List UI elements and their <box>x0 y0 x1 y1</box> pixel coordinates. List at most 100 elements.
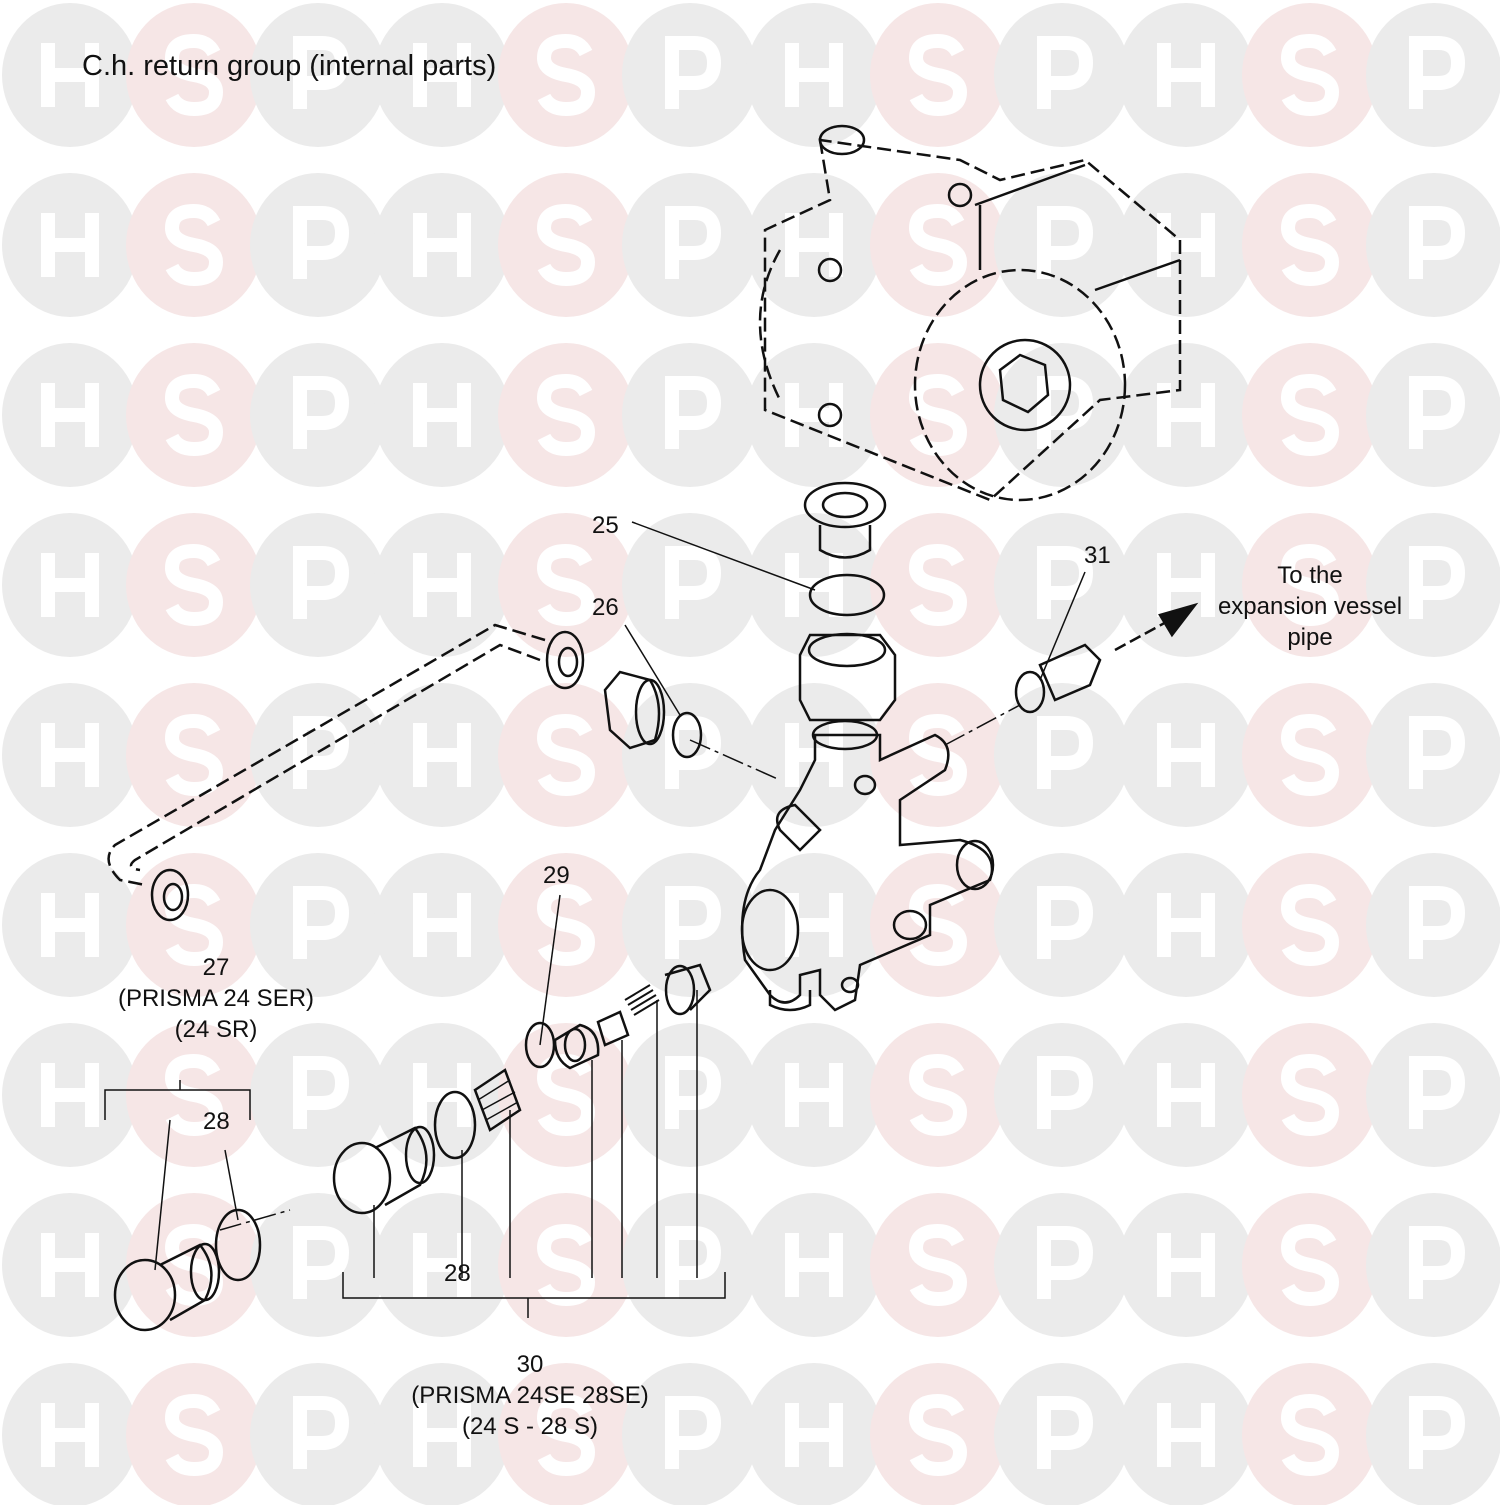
watermark-circle <box>1366 1193 1500 1337</box>
part-26-o-ring <box>671 711 703 759</box>
watermark-circle <box>250 1363 386 1505</box>
watermark-letter-shape <box>908 713 968 797</box>
watermark-letter-shape <box>293 36 350 109</box>
watermark-letter-shape <box>785 213 843 277</box>
watermark-letter-shape <box>293 1226 350 1299</box>
watermark-circle <box>1366 1363 1500 1505</box>
watermark-circle <box>622 343 758 487</box>
watermark-letter-shape <box>1037 1396 1094 1469</box>
watermark-letter-shape <box>908 373 968 457</box>
watermark-letter-shape <box>536 1053 596 1137</box>
watermark-circle <box>1366 173 1500 317</box>
watermark-circle <box>622 1363 758 1505</box>
watermark-letter-shape <box>293 1056 350 1129</box>
watermark-letter-shape <box>1037 716 1094 789</box>
watermark-letter-shape <box>908 1393 968 1477</box>
watermark-letter-shape <box>164 883 224 967</box>
watermark-letter-shape <box>1037 1226 1094 1299</box>
watermark-letter-shape <box>908 543 968 627</box>
label-28: 28 <box>444 1260 471 1287</box>
watermark-letter-shape <box>1157 723 1215 787</box>
watermark-letter-shape <box>1409 886 1466 959</box>
watermark-letter-shape <box>41 383 99 447</box>
watermark-letter-shape <box>665 1396 722 1469</box>
watermark-letter-shape <box>665 36 722 109</box>
centre-lines <box>219 704 1021 1231</box>
pump-details <box>817 124 1181 432</box>
watermark-circle <box>622 853 758 997</box>
watermark-letter-shape <box>536 543 596 627</box>
valve-seat <box>553 1023 600 1070</box>
part-31-valve <box>1014 643 1102 714</box>
watermark-letter-shape <box>413 1233 471 1297</box>
watermark-letter-shape <box>1037 886 1094 959</box>
part-26-fitting <box>603 670 666 750</box>
spring <box>624 984 660 1016</box>
watermark-circle <box>250 1193 386 1337</box>
watermark-letter-shape <box>41 43 99 107</box>
part-30-plug <box>332 1125 436 1215</box>
watermark-letter-shape <box>41 893 99 957</box>
expansion-vessel-note: To the expansion vessel pipe <box>1200 560 1420 653</box>
watermark-circle <box>994 513 1130 657</box>
watermark-letter-shape <box>413 893 471 957</box>
label-30: 30 <box>516 1351 544 1378</box>
watermark-letter-shape <box>1409 376 1466 449</box>
part-28-o-ring-left <box>214 1208 262 1282</box>
watermark-letter-shape <box>1280 33 1340 117</box>
watermark-letter-shape <box>1280 1393 1340 1477</box>
watermark-circle <box>622 3 758 147</box>
watermark-letter-shape <box>41 723 99 787</box>
watermark-letter-shape <box>1280 543 1340 627</box>
watermark-circle <box>250 1023 386 1167</box>
watermark-letter-shape <box>41 1063 99 1127</box>
watermark-letter-shape <box>41 553 99 617</box>
watermark-letter-shape <box>1157 553 1215 617</box>
watermark-letter-shape <box>1280 373 1340 457</box>
label-27-group: 27 (PRISMA 24 SER) (24 SR) <box>96 952 336 1045</box>
watermark-circle <box>994 173 1130 317</box>
watermark-letter-shape <box>164 203 224 287</box>
watermark-circle <box>250 173 386 317</box>
part-28-o-ring <box>433 1090 477 1160</box>
watermark-letter-shape <box>293 206 350 279</box>
watermark-letter-shape <box>164 373 224 457</box>
watermark-letter-shape <box>536 203 596 287</box>
watermark-circle <box>622 173 758 317</box>
watermark-letter-shape <box>413 553 471 617</box>
watermark-letter-shape <box>665 886 722 959</box>
watermark-letter-shape <box>665 206 722 279</box>
watermark-letter-shape <box>785 1063 843 1127</box>
label-30-group: 30 (PRISMA 24SE 28SE) (24 S - 28 S) <box>380 1349 680 1442</box>
watermark-letter-shape <box>908 883 968 967</box>
label-31: 31 <box>1084 542 1111 569</box>
watermark-letter-shape <box>1157 893 1215 957</box>
watermark-letter-shape <box>1037 206 1094 279</box>
watermark-letter-shape <box>785 383 843 447</box>
watermark-letter-shape <box>665 376 722 449</box>
label-30-model-2: (24 S - 28 S) <box>461 1413 599 1440</box>
watermark-circle <box>994 853 1130 997</box>
label-26: 26 <box>592 594 619 621</box>
watermark-letter-shape <box>1409 1056 1466 1129</box>
watermark-letter-shape <box>164 33 224 117</box>
watermark-letter-shape <box>1409 716 1466 789</box>
watermark-letter-shape <box>1157 383 1215 447</box>
watermark-letter-shape <box>293 886 350 959</box>
arrow-to-expansion-vessel <box>1114 618 1171 652</box>
watermark-letter-shape <box>413 1403 471 1467</box>
watermark-letter-shape <box>41 1233 99 1297</box>
union-nut <box>798 632 897 722</box>
watermark-letter-shape <box>164 1053 224 1137</box>
watermark-letter-shape <box>665 546 722 619</box>
watermark-letter-shape <box>1280 203 1340 287</box>
watermark-letter-shape <box>1037 1056 1094 1129</box>
watermark-letter-shape <box>293 546 350 619</box>
watermark-letter-shape <box>536 33 596 117</box>
watermark-letter-shape <box>1409 36 1466 109</box>
watermark-letter-shape <box>1037 546 1094 619</box>
watermark-letter-shape <box>293 1396 350 1469</box>
